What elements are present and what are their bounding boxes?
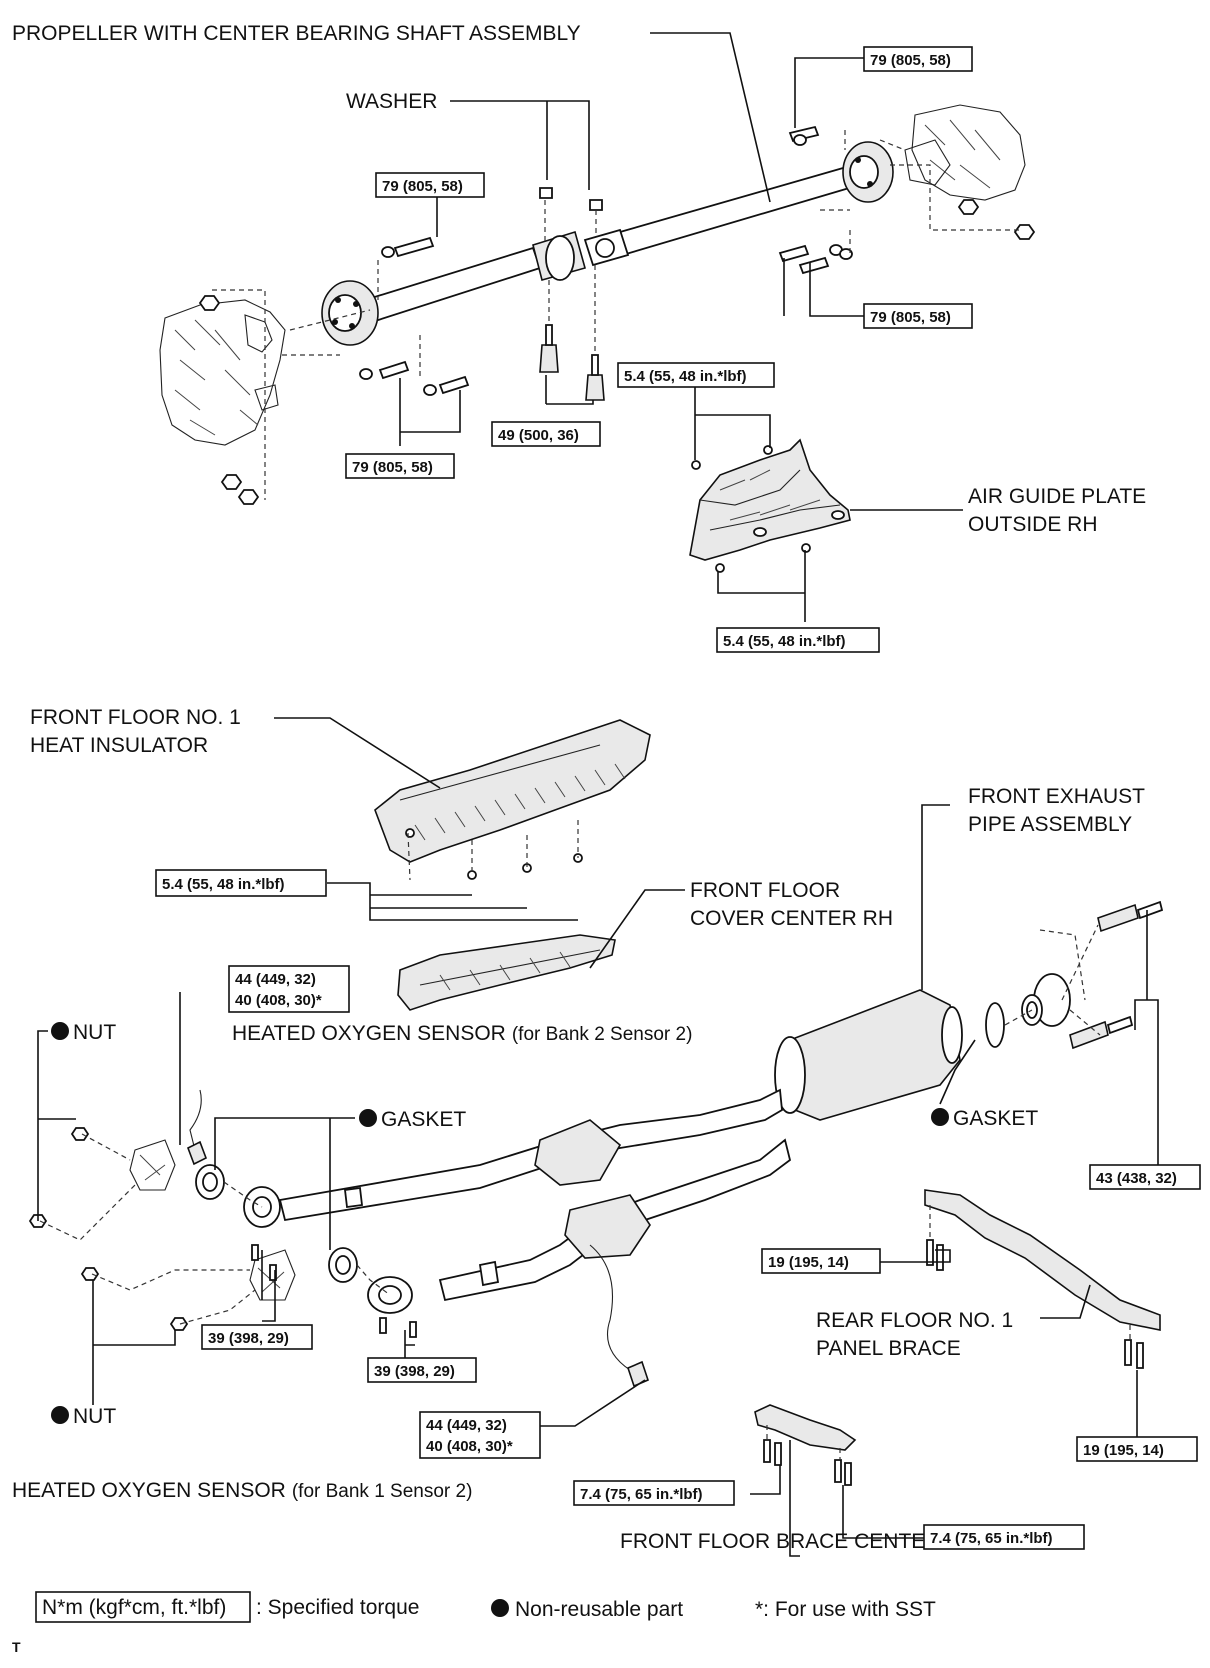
floor-cover-center bbox=[397, 934, 616, 1011]
washer-label: WASHER bbox=[346, 90, 437, 113]
gasket-right-label: GASKET bbox=[953, 1107, 1038, 1130]
svg-text:7.4 (75, 65 in.*lbf): 7.4 (75, 65 in.*lbf) bbox=[580, 1486, 703, 1503]
torque-exhaust-rear: 43 (438, 32) bbox=[1089, 1164, 1201, 1190]
torque-sensor-bank2: 44 (449, 32) 40 (408, 30)* bbox=[228, 965, 350, 1013]
svg-text:79 (805, 58): 79 (805, 58) bbox=[382, 178, 463, 195]
torque-center-bearing: 49 (500, 36) bbox=[491, 421, 601, 447]
legend: N*m (kgf*cm, ft.*lbf) : Specified torque… bbox=[35, 1591, 936, 1623]
torque-top-left: 79 (805, 58) bbox=[375, 172, 485, 198]
alignment-lines-bottom bbox=[39, 820, 1101, 1325]
front-floor-brace bbox=[754, 1404, 857, 1486]
filled-circle-icon bbox=[491, 1599, 509, 1617]
legend-nonreusable: Non-reusable part bbox=[515, 1598, 683, 1621]
svg-text:79 (805, 58): 79 (805, 58) bbox=[870, 52, 951, 69]
propeller-label: PROPELLER WITH CENTER BEARING SHAFT ASSE… bbox=[12, 22, 581, 45]
svg-text:19 (195, 14): 19 (195, 14) bbox=[768, 1254, 849, 1271]
svg-text:40 (408, 30)*: 40 (408, 30)* bbox=[235, 992, 322, 1009]
air-guide-plate bbox=[689, 438, 851, 573]
nut-bottom-label: NUT bbox=[73, 1405, 116, 1428]
torque-front-brace-right: 7.4 (75, 65 in.*lbf) bbox=[923, 1524, 1085, 1550]
heat-insulator-label-1: FRONT FLOOR NO. 1 bbox=[30, 706, 241, 729]
leader-lines-bottom bbox=[37, 717, 1159, 1557]
torque-bolt-left: 39 (398, 29) bbox=[201, 1324, 313, 1350]
exhaust-pipe-label-2: PIPE ASSEMBLY bbox=[968, 813, 1132, 836]
nonreusable-gasket-left-icon bbox=[359, 1109, 377, 1127]
legend-unit-box bbox=[35, 1591, 251, 1623]
torque-sensor-bank1: 44 (449, 32) 40 (408, 30)* bbox=[419, 1411, 541, 1459]
leader-lines-top bbox=[399, 32, 963, 622]
legend-specified-torque: : Specified torque bbox=[256, 1596, 419, 1619]
svg-text:7.4 (75, 65 in.*lbf): 7.4 (75, 65 in.*lbf) bbox=[930, 1530, 1053, 1547]
rear-floor-brace bbox=[924, 1189, 1161, 1369]
air-guide-label-2: OUTSIDE RH bbox=[968, 513, 1098, 536]
torque-front-brace-left: 7.4 (75, 65 in.*lbf) bbox=[573, 1480, 735, 1506]
sensor-bank1-sub: (for Bank 1 Sensor 2) bbox=[292, 1481, 473, 1502]
exhaust-spring-bolts bbox=[251, 900, 1164, 1338]
svg-text:40 (408, 30)*: 40 (408, 30)* bbox=[426, 1438, 513, 1455]
oxygen-sensors bbox=[186, 1089, 649, 1388]
floor-cover-label-2: COVER CENTER RH bbox=[690, 907, 893, 930]
svg-text:19 (195, 14): 19 (195, 14) bbox=[1083, 1442, 1164, 1459]
differential-housing bbox=[904, 104, 1026, 201]
svg-text:49 (500, 36): 49 (500, 36) bbox=[498, 427, 579, 444]
svg-text:5.4 (55, 48 in.*lbf): 5.4 (55, 48 in.*lbf) bbox=[162, 876, 285, 893]
propeller-shaft bbox=[321, 141, 894, 346]
svg-text:5.4 (55, 48 in.*lbf): 5.4 (55, 48 in.*lbf) bbox=[723, 633, 846, 650]
rear-brace-label-1: REAR FLOOR NO. 1 bbox=[816, 1309, 1013, 1332]
sensor-bank2-main: HEATED OXYGEN SENSOR bbox=[232, 1022, 506, 1045]
sensor-bank2-sub: (for Bank 2 Sensor 2) bbox=[512, 1024, 693, 1045]
torque-bolt-mid: 39 (398, 29) bbox=[367, 1357, 477, 1383]
svg-text:44 (449, 32): 44 (449, 32) bbox=[235, 971, 316, 988]
heat-insulator bbox=[374, 719, 651, 880]
svg-text:43 (438, 32): 43 (438, 32) bbox=[1096, 1170, 1177, 1187]
torque-air-guide-bottom: 5.4 (55, 48 in.*lbf) bbox=[716, 627, 880, 653]
nut-top-label: NUT bbox=[73, 1021, 116, 1044]
svg-text:44 (449, 32): 44 (449, 32) bbox=[426, 1417, 507, 1434]
manifold-flanges bbox=[28, 1127, 296, 1331]
torque-air-guide-top: 5.4 (55, 48 in.*lbf) bbox=[617, 362, 775, 388]
svg-text:79 (805, 58): 79 (805, 58) bbox=[352, 459, 433, 476]
rear-brace-label-2: PANEL BRACE bbox=[816, 1337, 961, 1360]
floor-cover-label-1: FRONT FLOOR bbox=[690, 879, 840, 902]
sensor-bank1-main: HEATED OXYGEN SENSOR bbox=[12, 1479, 286, 1502]
torque-mid-right: 79 (805, 58) bbox=[863, 303, 973, 329]
torque-brace-left: 19 (195, 14) bbox=[761, 1248, 881, 1274]
nonreusable-nut-top-icon bbox=[51, 1022, 69, 1040]
nonreusable-gasket-right-icon bbox=[931, 1108, 949, 1126]
corner-mark: T bbox=[12, 1639, 21, 1655]
legend-unit-box-text: N*m (kgf*cm, ft.*lbf) bbox=[42, 1596, 226, 1619]
svg-text:5.4 (55, 48 in.*lbf): 5.4 (55, 48 in.*lbf) bbox=[624, 368, 747, 385]
heat-insulator-label-2: HEAT INSULATOR bbox=[30, 734, 208, 757]
sensor-bank2-label: HEATED OXYGEN SENSOR (for Bank 2 Sensor 2… bbox=[232, 1022, 692, 1045]
svg-text:39 (398, 29): 39 (398, 29) bbox=[374, 1363, 455, 1380]
torque-bottom-left: 79 (805, 58) bbox=[345, 453, 455, 479]
torque-top-right: 79 (805, 58) bbox=[863, 46, 973, 72]
torque-brace-right: 19 (195, 14) bbox=[1076, 1436, 1198, 1462]
svg-text:79 (805, 58): 79 (805, 58) bbox=[870, 309, 951, 326]
sensor-bank1-label: HEATED OXYGEN SENSOR (for Bank 1 Sensor 2… bbox=[12, 1479, 472, 1502]
coupling-bolts bbox=[198, 125, 1036, 505]
gasket-left-label: GASKET bbox=[381, 1108, 466, 1131]
exhaust-pipe-label-1: FRONT EXHAUST bbox=[968, 785, 1145, 808]
air-guide-label-1: AIR GUIDE PLATE bbox=[968, 485, 1146, 508]
legend-sst: *: For use with SST bbox=[755, 1598, 936, 1621]
nonreusable-nut-bottom-icon bbox=[51, 1406, 69, 1424]
alignment-lines-top bbox=[212, 130, 1020, 500]
front-brace-label: FRONT FLOOR BRACE CENTER bbox=[620, 1530, 940, 1553]
svg-text:39 (398, 29): 39 (398, 29) bbox=[208, 1330, 289, 1347]
front-exhaust-pipe bbox=[243, 973, 1071, 1314]
torque-heat-insulator: 5.4 (55, 48 in.*lbf) bbox=[155, 869, 327, 897]
transmission-housing bbox=[159, 299, 286, 446]
